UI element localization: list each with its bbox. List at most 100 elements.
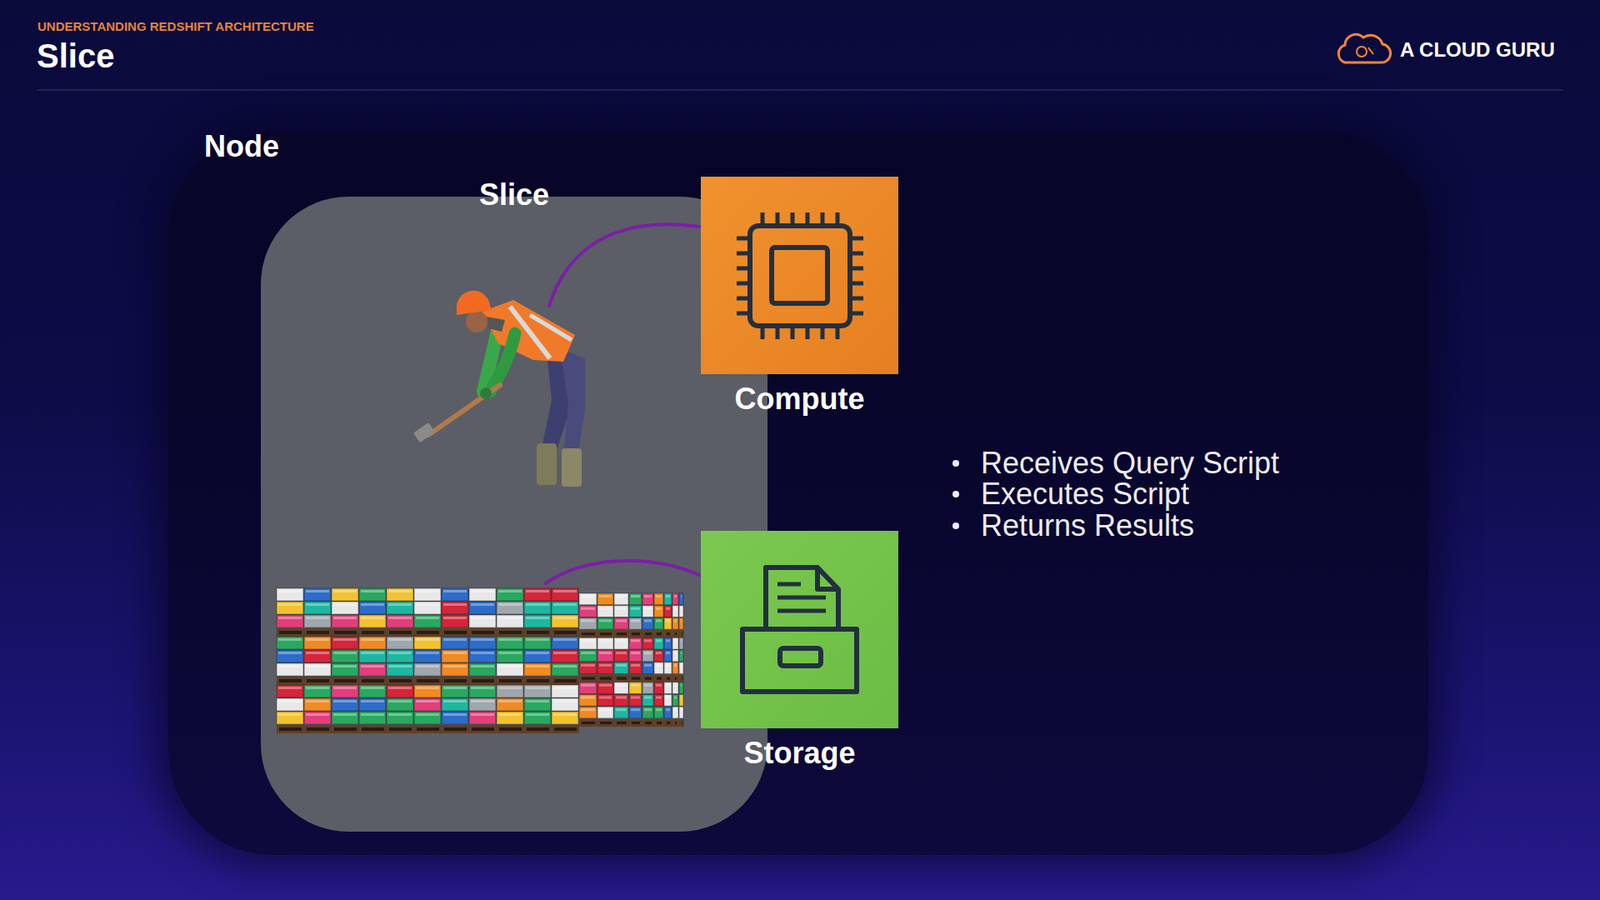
crate-rim (525, 686, 550, 690)
crate-rim (278, 686, 302, 690)
crate (304, 663, 331, 676)
crate-rim (599, 695, 612, 699)
pallet (679, 719, 685, 727)
crate-rim (580, 639, 595, 642)
crate (414, 588, 441, 601)
pallet (679, 630, 685, 638)
crate (642, 605, 654, 618)
crate-rim (470, 700, 495, 703)
pallet-gap (334, 630, 357, 635)
pallet (304, 725, 332, 734)
crate (276, 650, 304, 663)
pallet-gap (554, 679, 577, 683)
pallet-gap (526, 630, 550, 635)
crate-rim (470, 603, 495, 606)
crate (386, 685, 414, 698)
crate-rim (630, 639, 640, 642)
crate-rim (644, 664, 652, 667)
crate-rim (644, 639, 652, 642)
crate (654, 593, 664, 605)
pallet (276, 676, 305, 685)
crate-rim (388, 638, 412, 641)
brand-name: A CLOUD GURU (1400, 38, 1555, 62)
crate-rim (655, 684, 662, 687)
crate-rim (580, 619, 595, 622)
pallet (331, 725, 360, 734)
pallet (304, 628, 332, 637)
crate-rim (665, 619, 670, 622)
crate-rim (580, 684, 595, 687)
crate-rim (525, 603, 550, 606)
crate-rim (674, 639, 677, 642)
pallet-gap (389, 679, 412, 683)
pallet-gap (554, 630, 577, 635)
crate (551, 615, 579, 628)
crate (386, 601, 414, 615)
crate (579, 694, 597, 706)
pallet (679, 675, 685, 683)
pallet-gap (416, 679, 440, 683)
crate-rim (674, 595, 677, 598)
crate (551, 636, 579, 650)
service-tile (700, 176, 899, 375)
crate-rim (278, 700, 302, 703)
pallet (331, 628, 360, 637)
crate-rim (630, 708, 640, 711)
crate-rim (665, 595, 670, 598)
crate (654, 682, 664, 695)
crate-rim (655, 651, 662, 655)
crate (614, 706, 629, 719)
header-rule (36, 89, 1564, 91)
crate (664, 605, 672, 618)
crate-rim (525, 638, 550, 641)
crate (679, 605, 684, 618)
crate (524, 685, 551, 698)
pallet-gap (499, 679, 522, 683)
crate (441, 663, 469, 676)
crate-rim (580, 708, 595, 711)
crate-rim (630, 651, 640, 655)
pallet (642, 675, 655, 683)
crate (359, 588, 386, 601)
crate (629, 694, 642, 706)
crate-rim (525, 616, 550, 620)
pallet (664, 719, 673, 727)
crate-rim (388, 700, 412, 703)
crate (276, 636, 304, 650)
crate (551, 663, 579, 676)
crate-rim (665, 651, 670, 655)
pallet-gap (361, 630, 385, 635)
crate (614, 593, 629, 605)
crate (414, 663, 441, 676)
crate (414, 711, 441, 725)
crate-rim (498, 700, 522, 703)
crate (629, 617, 642, 630)
crate-rim (498, 616, 522, 620)
crate-rim (644, 684, 652, 687)
node-label: Storage (700, 736, 899, 770)
crate (359, 698, 386, 711)
crate (654, 605, 664, 618)
crate (441, 698, 469, 711)
crate (441, 615, 469, 628)
pallet-gap (675, 721, 677, 725)
crate-rim (498, 686, 522, 690)
crate-rim (443, 638, 467, 641)
pallet (414, 628, 442, 637)
crate (496, 601, 524, 615)
pallet (414, 725, 442, 734)
crate-rim (278, 616, 302, 620)
crate (629, 650, 642, 662)
crate (551, 685, 579, 698)
pallet-gap (581, 632, 595, 635)
crate-rim (498, 665, 522, 668)
crate-rim (470, 713, 495, 716)
crate-rim (305, 616, 330, 620)
crate-rim (305, 638, 330, 641)
crate (441, 685, 469, 698)
crate-rim (333, 603, 357, 606)
pallet (524, 628, 552, 637)
crate (679, 694, 684, 706)
crate-rim (360, 616, 385, 620)
crate (359, 615, 386, 628)
